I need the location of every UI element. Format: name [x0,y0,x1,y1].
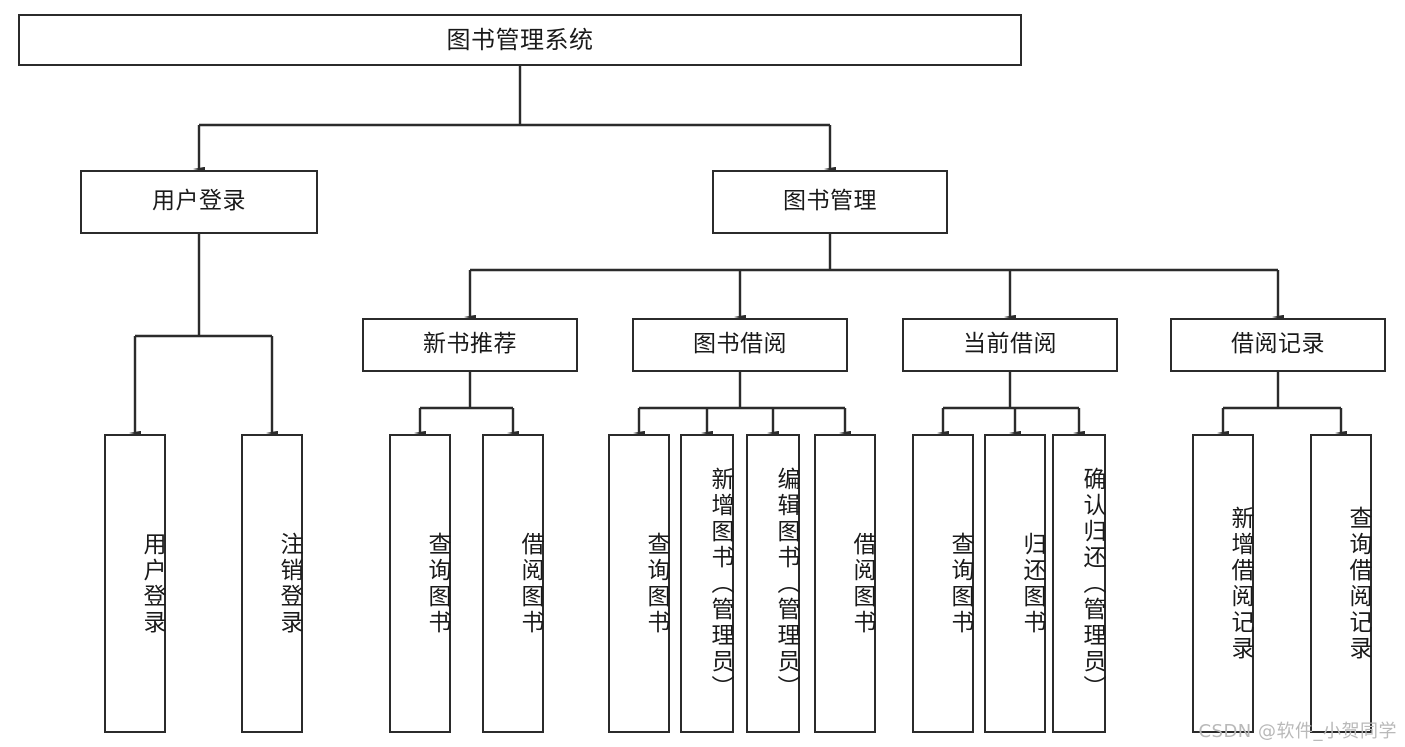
node-label: 新增借阅记录 [1227,505,1253,662]
node-leaf-rec-borrow-book[interactable]: 借阅图书 [482,434,544,733]
node-label: 查询图书 [424,531,450,636]
node-book-borrow[interactable]: 图书借阅 [632,318,848,372]
node-borrow-record[interactable]: 借阅记录 [1170,318,1386,372]
node-label: 查询图书 [643,531,669,636]
node-label: 归还图书 [1019,531,1045,636]
node-user-login[interactable]: 用户登录 [80,170,318,234]
node-label: 用户登录 [152,188,246,215]
node-leaf-cur-confirm-return[interactable]: 确认归还（管理员） [1052,434,1106,733]
node-label: 注销登录 [276,531,302,636]
node-root-system[interactable]: 图书管理系统 [18,14,1022,66]
node-book-manage[interactable]: 图书管理 [712,170,948,234]
node-label: 借阅图书 [849,531,875,636]
node-leaf-rec-query-record[interactable]: 查询借阅记录 [1310,434,1372,733]
node-label: 编辑图书（管理员） [773,466,799,701]
node-leaf-rec-add-record[interactable]: 新增借阅记录 [1192,434,1254,733]
node-current-borrow[interactable]: 当前借阅 [902,318,1118,372]
node-label: 查询图书 [947,531,973,636]
node-label: 当前借阅 [963,331,1057,358]
node-label: 用户登录 [139,531,165,636]
node-leaf-cur-query-book[interactable]: 查询图书 [912,434,974,733]
node-label: 借阅图书 [517,531,543,636]
node-leaf-borrow-add-book[interactable]: 新增图书（管理员） [680,434,734,733]
node-leaf-user-login[interactable]: 用户登录 [104,434,166,733]
node-label: 确认归还（管理员） [1079,466,1105,701]
node-leaf-rec-query-book[interactable]: 查询图书 [389,434,451,733]
node-leaf-user-logout[interactable]: 注销登录 [241,434,303,733]
node-label: 新增图书（管理员） [707,466,733,701]
node-label: 图书管理系统 [446,25,594,54]
node-leaf-borrow-lend-book[interactable]: 借阅图书 [814,434,876,733]
node-leaf-cur-return-book[interactable]: 归还图书 [984,434,1046,733]
node-label: 查询借阅记录 [1345,505,1371,662]
node-label: 新书推荐 [423,331,517,358]
node-label: 图书管理 [783,188,877,215]
node-leaf-borrow-edit-book[interactable]: 编辑图书（管理员） [746,434,800,733]
node-leaf-borrow-query-book[interactable]: 查询图书 [608,434,670,733]
node-label: 图书借阅 [693,331,787,358]
node-label: 借阅记录 [1231,331,1325,358]
node-new-book-rec[interactable]: 新书推荐 [362,318,578,372]
csdn-watermark: CSDN @软件_小贺同学 [1198,721,1397,742]
